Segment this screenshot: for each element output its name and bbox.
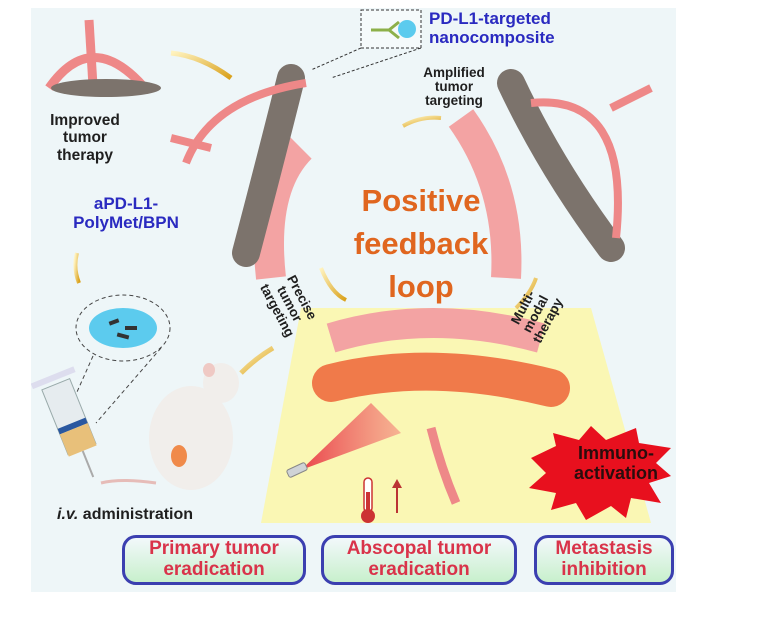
title-line: Positive <box>361 183 481 218</box>
route-abbreviation: i.v. <box>57 506 79 523</box>
outcome-abscopal-tumor: Abscopal tumor eradication <box>321 535 517 585</box>
outcome-metastasis: Metastasis inhibition <box>534 535 674 585</box>
label-line: Amplified <box>423 65 485 80</box>
blood-vessel-right <box>448 109 522 279</box>
laser-emitter <box>286 462 308 478</box>
nanocomposite-label: PD-L1-targeted nanocomposite <box>429 9 599 47</box>
tumor-cluster-left <box>232 64 305 267</box>
immuno-activation-label: Immuno- activation <box>551 443 676 484</box>
label-line: PD-L1-targeted <box>429 9 551 28</box>
route-text: administration <box>78 506 194 523</box>
improved-therapy-label: Improved tumor therapy <box>40 112 130 164</box>
nanoparticle-icon <box>89 308 157 348</box>
outcome-line: Abscopal tumor <box>346 538 492 560</box>
nanocomposite-inset <box>310 9 422 79</box>
label-line: targeting <box>425 93 483 109</box>
amplified-targeting-label: Amplified tumor targeting <box>409 65 499 109</box>
arrow-multimodal <box>514 277 538 310</box>
label-line: nanocomposite <box>429 28 555 48</box>
label-line: activation <box>573 462 659 483</box>
positive-feedback-loop-title: Positive feedback loop <box>331 180 511 308</box>
mouse-illustration <box>100 363 239 490</box>
label-line: therapy <box>57 146 113 164</box>
arrow-amplified-targeting <box>402 115 442 128</box>
label-line: tumor <box>434 79 474 95</box>
treated-tumor-illustration <box>45 19 161 97</box>
label-line: aPD-L1- <box>93 194 159 213</box>
figure-panel: Improved tumor therapy aPD-L1- PolyMet/B… <box>31 8 676 592</box>
temperature-up-arrow-icon <box>392 479 402 513</box>
label-line: Improved <box>50 112 120 129</box>
arrow-to-agent <box>73 252 81 284</box>
label-line: tumor <box>63 129 107 147</box>
arrow-to-mouse <box>239 345 275 375</box>
thermometer-icon <box>361 477 375 523</box>
outcome-line: eradication <box>163 559 265 580</box>
tumor-cluster-bottom <box>312 352 570 407</box>
syringe-icon <box>31 366 97 478</box>
outcome-line: eradication <box>368 559 470 580</box>
arrow-precise-targeting <box>319 267 347 302</box>
title-line: feedback <box>353 225 489 261</box>
tumor-cluster-right <box>497 69 625 262</box>
blood-vessel-bottom <box>326 308 545 353</box>
laser-beam <box>301 403 401 470</box>
outcome-line: inhibition <box>561 559 647 580</box>
arrow-to-improved-therapy <box>170 50 233 81</box>
label-line: PolyMet/BPN <box>73 213 179 233</box>
tumor-site <box>171 445 187 467</box>
outcome-line: Metastasis <box>555 538 653 560</box>
administration-label: i.v. administration <box>57 506 277 524</box>
agent-name-label: aPD-L1- PolyMet/BPN <box>51 194 201 232</box>
schematic-artwork <box>31 9 671 523</box>
nanoparticle-zoom-circle <box>75 294 171 362</box>
title-line: loop <box>388 268 454 304</box>
label-line: Immuno- <box>578 443 654 463</box>
immuno-activation-burst <box>529 426 671 520</box>
outcome-line: Primary tumor <box>149 538 279 560</box>
outcome-primary-tumor: Primary tumor eradication <box>122 535 306 585</box>
